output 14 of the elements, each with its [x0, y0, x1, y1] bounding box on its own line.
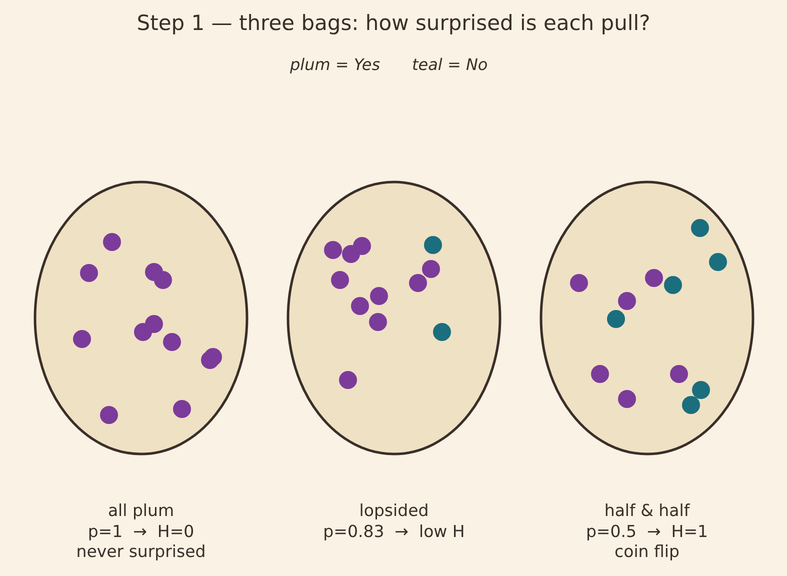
- caption-line: p=1 → H=0: [86, 522, 196, 540]
- title: Step 1 — three bags: how surprised is each pull?: [136, 11, 652, 35]
- caption-line: p=0.83 → low H: [322, 522, 466, 540]
- bag-outline: [539, 180, 755, 456]
- bag-outline: [33, 180, 249, 456]
- caption-line: p=0.5 → H=1: [584, 522, 710, 540]
- legend-text: teal = No: [412, 55, 488, 74]
- caption-line: never surprised: [75, 542, 207, 561]
- caption-line: all plum: [106, 501, 176, 520]
- caption-line: half & half: [603, 501, 691, 520]
- caption-line: lopsided: [358, 501, 430, 520]
- caption-line: coin flip: [614, 542, 680, 561]
- legend-text: plum = Yes: [290, 55, 380, 74]
- bag-outline: [286, 180, 502, 456]
